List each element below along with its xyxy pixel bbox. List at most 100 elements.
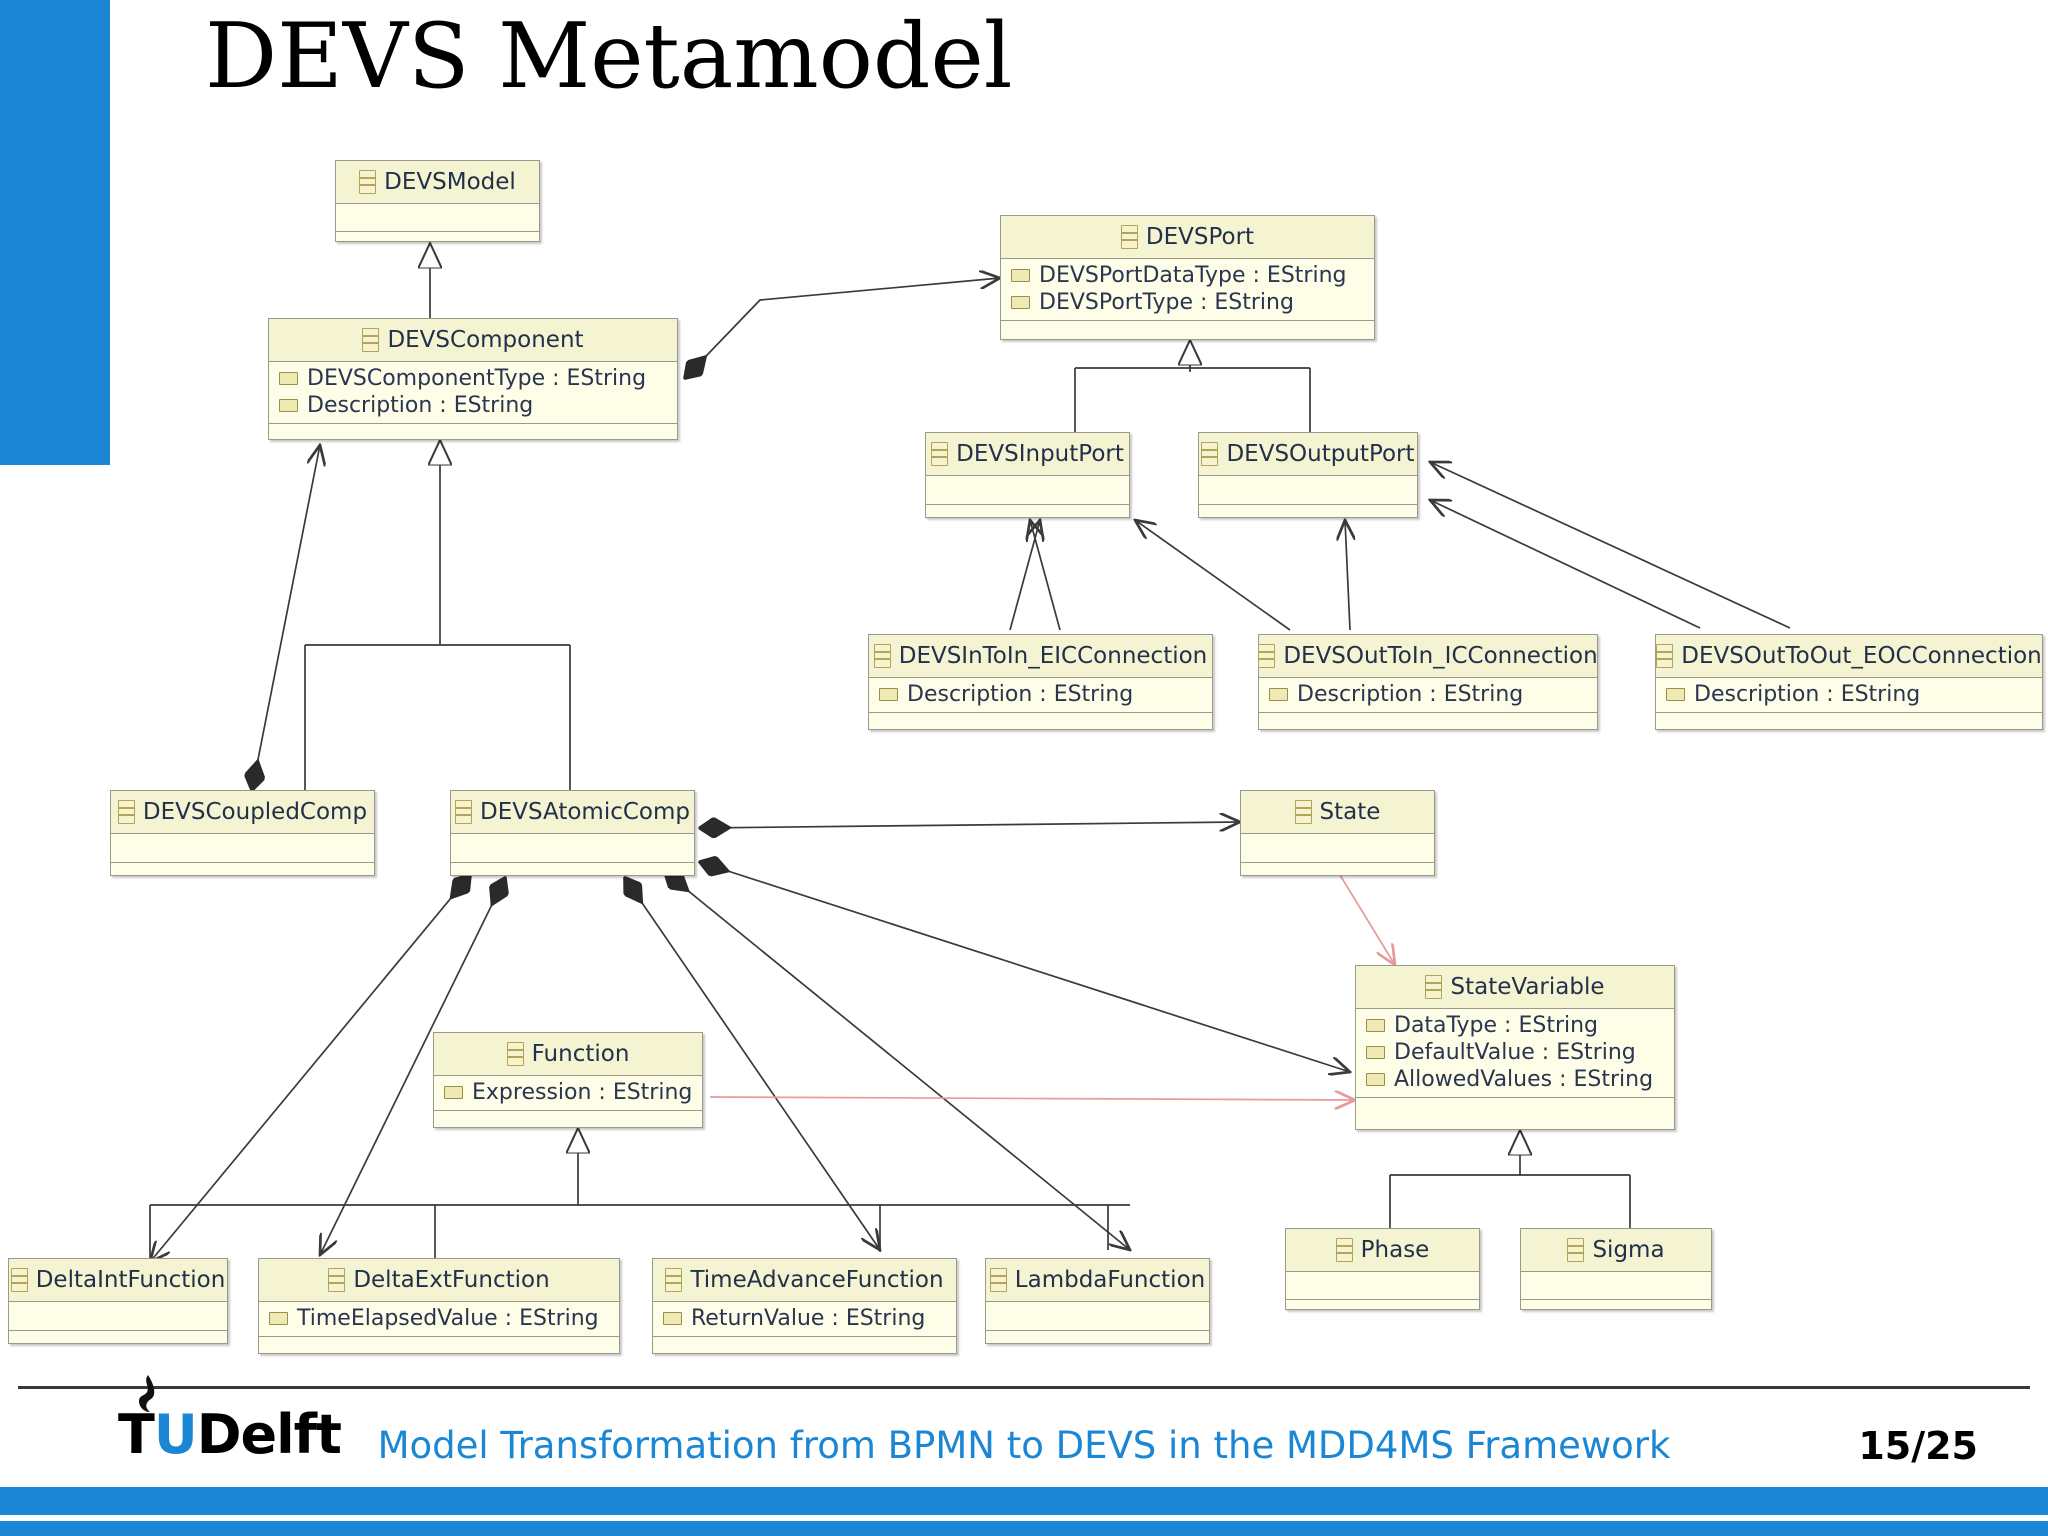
- class-attribute: DefaultValue : EString: [1356, 1039, 1674, 1066]
- class-icon: [1425, 975, 1443, 999]
- uml-class-deltaextfunction[interactable]: DeltaExtFunction TimeElapsedValue : EStr…: [258, 1258, 620, 1354]
- uml-class-devsinputport[interactable]: DEVSInputPort: [925, 432, 1130, 518]
- uml-class-phase[interactable]: Phase: [1285, 1228, 1480, 1310]
- uml-class-devsintoin-eicconnection[interactable]: DEVSInToIn_EICConnection Description : E…: [868, 634, 1213, 730]
- class-name: DEVSInToIn_EICConnection: [898, 643, 1208, 669]
- class-attribute: DEVSPortDataType : EString: [1001, 262, 1374, 289]
- class-operations: [1656, 713, 2042, 735]
- class-header: DEVSPort: [1001, 216, 1374, 259]
- uml-class-devsoutputport[interactable]: DEVSOutputPort: [1198, 432, 1418, 518]
- attribute-icon: [1011, 269, 1030, 282]
- class-icon: [1656, 644, 1674, 668]
- class-operations: [1001, 321, 1374, 343]
- class-attributes: [9, 1302, 227, 1331]
- class-header: DEVSOutToOut_EOCConnection: [1656, 635, 2042, 678]
- class-name: Phase: [1360, 1237, 1430, 1263]
- class-attributes: DEVSPortDataType : EString DEVSPortType …: [1001, 259, 1374, 321]
- class-icon: [931, 442, 949, 466]
- class-operations: [451, 863, 694, 885]
- class-operations: [653, 1337, 956, 1359]
- uml-class-state[interactable]: State: [1240, 790, 1435, 876]
- class-name: DEVSPort: [1145, 224, 1255, 250]
- class-operations: [1521, 1300, 1711, 1322]
- class-operations: [1199, 505, 1417, 527]
- class-icon: [10, 1268, 28, 1292]
- class-name: DEVSModel: [384, 169, 516, 195]
- class-attributes: DEVSComponentType : EString Description …: [269, 362, 677, 424]
- class-attribute: Description : EString: [1656, 681, 2042, 708]
- uml-class-devsport[interactable]: DEVSPort DEVSPortDataType : EString DEVS…: [1000, 215, 1375, 340]
- class-operations: [1241, 863, 1434, 885]
- class-operations: [259, 1337, 619, 1359]
- uml-class-statevariable[interactable]: StateVariable DataType : EString Default…: [1355, 965, 1675, 1130]
- class-header: DeltaExtFunction: [259, 1259, 619, 1302]
- class-header: TimeAdvanceFunction: [653, 1259, 956, 1302]
- class-name: DEVSAtomicComp: [480, 799, 690, 825]
- class-operations: [1356, 1098, 1674, 1120]
- class-attributes: DataType : EString DefaultValue : EStrin…: [1356, 1009, 1674, 1098]
- class-icon: [989, 1268, 1007, 1292]
- class-icon: [1567, 1238, 1585, 1262]
- accent-bar: [0, 0, 110, 465]
- class-header: Phase: [1286, 1229, 1479, 1272]
- uml-class-devsouttoout-eocconnection[interactable]: DEVSOutToOut_EOCConnection Description :…: [1655, 634, 2043, 730]
- class-header: Function: [434, 1033, 702, 1076]
- class-name: Function: [531, 1041, 630, 1067]
- class-attributes: [1521, 1272, 1711, 1300]
- class-header: Sigma: [1521, 1229, 1711, 1272]
- class-attribute: ReturnValue : EString: [653, 1305, 956, 1332]
- attribute-icon: [1366, 1019, 1385, 1032]
- class-attributes: [1286, 1272, 1479, 1300]
- class-attributes: [451, 834, 694, 863]
- uml-class-lambdafunction[interactable]: LambdaFunction: [985, 1258, 1210, 1344]
- uml-class-deltaintfunction[interactable]: DeltaIntFunction: [8, 1258, 228, 1344]
- uml-class-devsmodel[interactable]: DEVSModel: [335, 160, 540, 242]
- logo-t: T: [118, 1403, 155, 1466]
- uml-class-devscoupledcomp[interactable]: DEVSCoupledComp: [110, 790, 375, 876]
- class-attributes: Description : EString: [1656, 678, 2042, 713]
- class-operations: [1286, 1300, 1479, 1322]
- uml-class-function[interactable]: Function Expression : EString: [433, 1032, 703, 1128]
- class-icon: [1201, 442, 1219, 466]
- class-header: LambdaFunction: [986, 1259, 1209, 1302]
- class-attributes: [926, 476, 1129, 505]
- class-icon: [328, 1268, 346, 1292]
- class-icon: [1294, 800, 1312, 824]
- class-attribute: Description : EString: [269, 392, 677, 419]
- uml-class-sigma[interactable]: Sigma: [1520, 1228, 1712, 1310]
- class-attribute: DEVSPortType : EString: [1001, 289, 1374, 316]
- class-header: DEVSModel: [336, 161, 539, 204]
- class-operations: [9, 1331, 227, 1353]
- class-attributes: Description : EString: [1259, 678, 1597, 713]
- class-name: DEVSOutToOut_EOCConnection: [1681, 643, 2042, 669]
- class-operations: [269, 424, 677, 446]
- class-header: DeltaIntFunction: [9, 1259, 227, 1302]
- class-attributes: Expression : EString: [434, 1076, 702, 1111]
- class-attribute: DEVSComponentType : EString: [269, 365, 677, 392]
- class-name: DEVSOutToIn_ICConnection: [1283, 643, 1598, 669]
- class-operations: [986, 1331, 1209, 1353]
- attribute-icon: [1011, 296, 1030, 309]
- class-name: Sigma: [1592, 1237, 1665, 1263]
- uml-class-devsouttoin-icconnection[interactable]: DEVSOutToIn_ICConnection Description : E…: [1258, 634, 1598, 730]
- class-attributes: [1241, 834, 1434, 863]
- class-name: TimeAdvanceFunction: [690, 1267, 944, 1293]
- class-operations: [869, 713, 1212, 735]
- attribute-icon: [279, 372, 298, 385]
- uml-class-devscomponent[interactable]: DEVSComponent DEVSComponentType : EStrin…: [268, 318, 678, 440]
- uml-class-devsatomiccomp[interactable]: DEVSAtomicComp: [450, 790, 695, 876]
- class-icon: [873, 644, 891, 668]
- class-attribute: AllowedValues : EString: [1356, 1066, 1674, 1093]
- uml-class-timeadvancefunction[interactable]: TimeAdvanceFunction ReturnValue : EStrin…: [652, 1258, 957, 1354]
- class-header: DEVSOutputPort: [1199, 433, 1417, 476]
- logo-delft: Delft: [196, 1403, 342, 1466]
- class-attribute: TimeElapsedValue : EString: [259, 1305, 619, 1332]
- class-header: State: [1241, 791, 1434, 834]
- class-attributes: ReturnValue : EString: [653, 1302, 956, 1337]
- class-attribute: Expression : EString: [434, 1079, 702, 1106]
- class-header: DEVSInToIn_EICConnection: [869, 635, 1212, 678]
- attribute-icon: [663, 1312, 682, 1325]
- class-attributes: [111, 834, 374, 863]
- class-name: DeltaExtFunction: [353, 1267, 550, 1293]
- attribute-icon: [879, 688, 898, 701]
